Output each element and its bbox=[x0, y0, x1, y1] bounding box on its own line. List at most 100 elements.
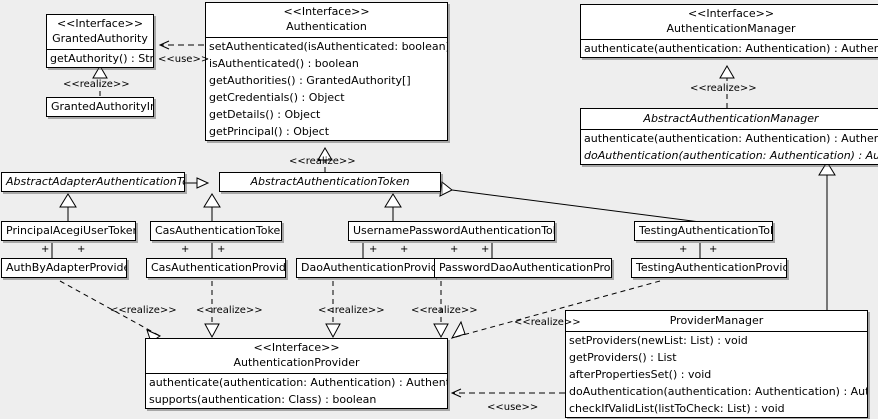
class-box-authentication[interactable]: <<Interface>> Authentication setAuthenti… bbox=[205, 2, 448, 141]
method-item: doAuthentication(authentication: Authent… bbox=[569, 385, 868, 398]
class-header-cas-authentication-provider: CasAuthenticationProvider bbox=[147, 259, 285, 277]
class-box-cas-authentication-token[interactable]: CasAuthenticationToken bbox=[150, 221, 282, 241]
class-box-provider-manager[interactable]: ProviderManager setProviders(newList: Li… bbox=[565, 310, 868, 418]
method-item: authenticate(authentication: Authenticat… bbox=[149, 376, 448, 389]
edge-label-dap-realizes-ap: <<realize>> bbox=[318, 305, 385, 316]
method-item: doAuthentication(authentication: Authent… bbox=[584, 149, 878, 162]
class-header-authentication-manager: <<Interface>> AuthenticationManager bbox=[581, 5, 878, 39]
class-header-abstract-authentication-token: AbstractAuthenticationToken bbox=[220, 173, 440, 191]
multiplicity-marker: + bbox=[400, 244, 409, 255]
edge-pm-extends-aam bbox=[818, 161, 836, 310]
edge-label-aat-realizes-auth: <<realize>> bbox=[289, 156, 356, 167]
edge-cat-extends-aat bbox=[203, 193, 221, 221]
edge-label-gaimpl-realizes-ga: <<realize>> bbox=[63, 79, 130, 90]
class-box-granted-authority[interactable]: <<Interface>> GrantedAuthority getAuthor… bbox=[46, 14, 154, 68]
stereotype-label: <<Interface>> bbox=[687, 7, 775, 20]
class-box-authentication-manager[interactable]: <<Interface>> AuthenticationManager auth… bbox=[580, 4, 878, 58]
multiplicity-marker: + bbox=[217, 244, 226, 255]
multiplicity-marker: + bbox=[77, 244, 86, 255]
class-name: TestingAuthenticationProvider bbox=[636, 261, 787, 274]
edge-label-auth-uses-grantedauthority: <<use>> bbox=[158, 54, 210, 65]
method-item: setProviders(newList: List) : void bbox=[569, 334, 748, 347]
class-box-testing-authentication-token[interactable]: TestingAuthenticationToken bbox=[634, 221, 773, 241]
stereotype-label: <<Interface>> bbox=[56, 17, 144, 30]
method-item: getAuthorities() : GrantedAuthority[] bbox=[209, 74, 411, 87]
class-box-username-password-authentication-token[interactable]: UsernamePasswordAuthenticationToken bbox=[348, 221, 555, 241]
class-name: CasAuthenticationProvider bbox=[151, 261, 286, 274]
class-name: ProviderManager bbox=[669, 314, 764, 327]
method-item: getAuthority() : String bbox=[50, 52, 154, 65]
class-name: AuthenticationProvider bbox=[233, 356, 360, 369]
class-name: UsernamePasswordAuthenticationToken bbox=[353, 224, 555, 237]
class-name: AbstractAdapterAuthenticationToken bbox=[6, 175, 184, 188]
class-header-principal-acegi-user-token: PrincipalAcegiUserToken bbox=[2, 222, 135, 240]
class-header-abstract-adapter-authentication-token: AbstractAdapterAuthenticationToken bbox=[2, 173, 184, 191]
class-header-abstract-authentication-manager: AbstractAuthenticationManager bbox=[581, 109, 878, 129]
class-name: AbstractAuthenticationManager bbox=[643, 112, 819, 125]
edge-pat-extends-aaat bbox=[59, 193, 77, 221]
class-name: AuthByAdapterProvider bbox=[6, 261, 127, 274]
method-item: checkIfValidList(listToCheck: List) : vo… bbox=[569, 402, 785, 415]
class-box-abstract-authentication-token[interactable]: AbstractAuthenticationToken bbox=[219, 172, 441, 192]
edge-label-cap-realizes-ap: <<realize>> bbox=[196, 305, 263, 316]
class-members-authentication-provider: authenticate(authentication: Authenticat… bbox=[146, 373, 447, 408]
edge-label-pdap-realizes-ap: <<realize>> bbox=[411, 305, 478, 316]
class-name: PrincipalAcegiUserToken bbox=[6, 224, 136, 237]
class-members-provider-manager: setProviders(newList: List) : void getPr… bbox=[566, 331, 867, 417]
stereotype-label: <<Interface>> bbox=[283, 5, 370, 18]
method-item: authenticate(authentication: Authenticat… bbox=[584, 42, 878, 55]
class-box-auth-by-adapter-provider[interactable]: AuthByAdapterProvider bbox=[1, 258, 127, 278]
class-name: AbstractAuthenticationToken bbox=[250, 175, 410, 188]
class-header-dao-authentication-provider: DaoAuthenticationProvider bbox=[297, 259, 434, 277]
class-header-testing-authentication-provider: TestingAuthenticationProvider bbox=[632, 259, 786, 277]
class-header-provider-manager: ProviderManager bbox=[566, 311, 867, 331]
edge-tat-extends-aat bbox=[439, 181, 701, 223]
method-item: getPrincipal() : Object bbox=[209, 125, 330, 138]
multiplicity-marker: + bbox=[481, 244, 490, 255]
class-members-abstract-authentication-manager: authenticate(authentication: Authenticat… bbox=[581, 129, 878, 164]
class-header-authentication: <<Interface>> Authentication bbox=[206, 3, 447, 37]
class-name: PasswordDaoAuthenticationProvider bbox=[439, 261, 611, 274]
multiplicity-marker: + bbox=[181, 244, 190, 255]
class-box-authentication-provider[interactable]: <<Interface>> AuthenticationProvider aut… bbox=[145, 338, 448, 409]
edge-upat-extends-aat bbox=[384, 193, 402, 221]
class-header-authentication-provider: <<Interface>> AuthenticationProvider bbox=[146, 339, 447, 373]
edge-label-pm-uses-ap: <<use>> bbox=[487, 402, 539, 413]
method-item: getDetails() : Object bbox=[209, 108, 321, 121]
class-box-abstract-authentication-manager[interactable]: AbstractAuthenticationManager authentica… bbox=[580, 108, 878, 165]
stereotype-label: <<Interface>> bbox=[253, 341, 340, 354]
class-name: CasAuthenticationToken bbox=[155, 224, 282, 237]
class-name: TestingAuthenticationToken bbox=[639, 224, 772, 237]
class-name: AuthenticationManager bbox=[666, 22, 796, 35]
class-name: GrantedAuthority bbox=[52, 32, 148, 45]
edge-label-tap-realizes-ap: <<realize>> bbox=[514, 317, 581, 328]
class-box-password-dao-authentication-provider[interactable]: PasswordDaoAuthenticationProvider bbox=[434, 258, 612, 278]
method-item: setAuthenticated(isAuthenticated: boolea… bbox=[209, 40, 448, 53]
method-item: isAuthenticated() : boolean bbox=[209, 57, 359, 70]
class-box-cas-authentication-provider[interactable]: CasAuthenticationProvider bbox=[146, 258, 286, 278]
class-box-abstract-adapter-authentication-token[interactable]: AbstractAdapterAuthenticationToken bbox=[1, 172, 185, 192]
class-name: Authentication bbox=[286, 20, 367, 33]
edge-label-abap-realizes-ap: <<realize>> bbox=[110, 305, 177, 316]
class-box-granted-authority-impl[interactable]: GrantedAuthorityImpl bbox=[46, 97, 154, 117]
class-members-authentication: setAuthenticated(isAuthenticated: boolea… bbox=[206, 37, 447, 140]
class-members-authentication-manager: authenticate(authentication: Authenticat… bbox=[581, 39, 878, 57]
class-box-dao-authentication-provider[interactable]: DaoAuthenticationProvider bbox=[296, 258, 435, 278]
multiplicity-marker: + bbox=[369, 244, 378, 255]
multiplicity-marker: + bbox=[450, 244, 459, 255]
class-header-auth-by-adapter-provider: AuthByAdapterProvider bbox=[2, 259, 126, 277]
method-item: getProviders() : List bbox=[569, 351, 677, 364]
class-box-testing-authentication-provider[interactable]: TestingAuthenticationProvider bbox=[631, 258, 787, 278]
multiplicity-marker: + bbox=[41, 244, 50, 255]
class-header-testing-authentication-token: TestingAuthenticationToken bbox=[635, 222, 772, 240]
class-header-password-dao-authentication-provider: PasswordDaoAuthenticationProvider bbox=[435, 259, 611, 277]
class-name: DaoAuthenticationProvider bbox=[301, 261, 435, 274]
method-item: supports(authentication: Class) : boolea… bbox=[149, 393, 377, 406]
class-header-granted-authority: <<Interface>> GrantedAuthority bbox=[47, 15, 153, 49]
method-item: getCredentials() : Object bbox=[209, 91, 345, 104]
class-header-username-password-authentication-token: UsernamePasswordAuthenticationToken bbox=[349, 222, 554, 240]
multiplicity-marker: + bbox=[679, 244, 688, 255]
class-box-principal-acegi-user-token[interactable]: PrincipalAcegiUserToken bbox=[1, 221, 136, 241]
class-name: GrantedAuthorityImpl bbox=[51, 100, 153, 113]
